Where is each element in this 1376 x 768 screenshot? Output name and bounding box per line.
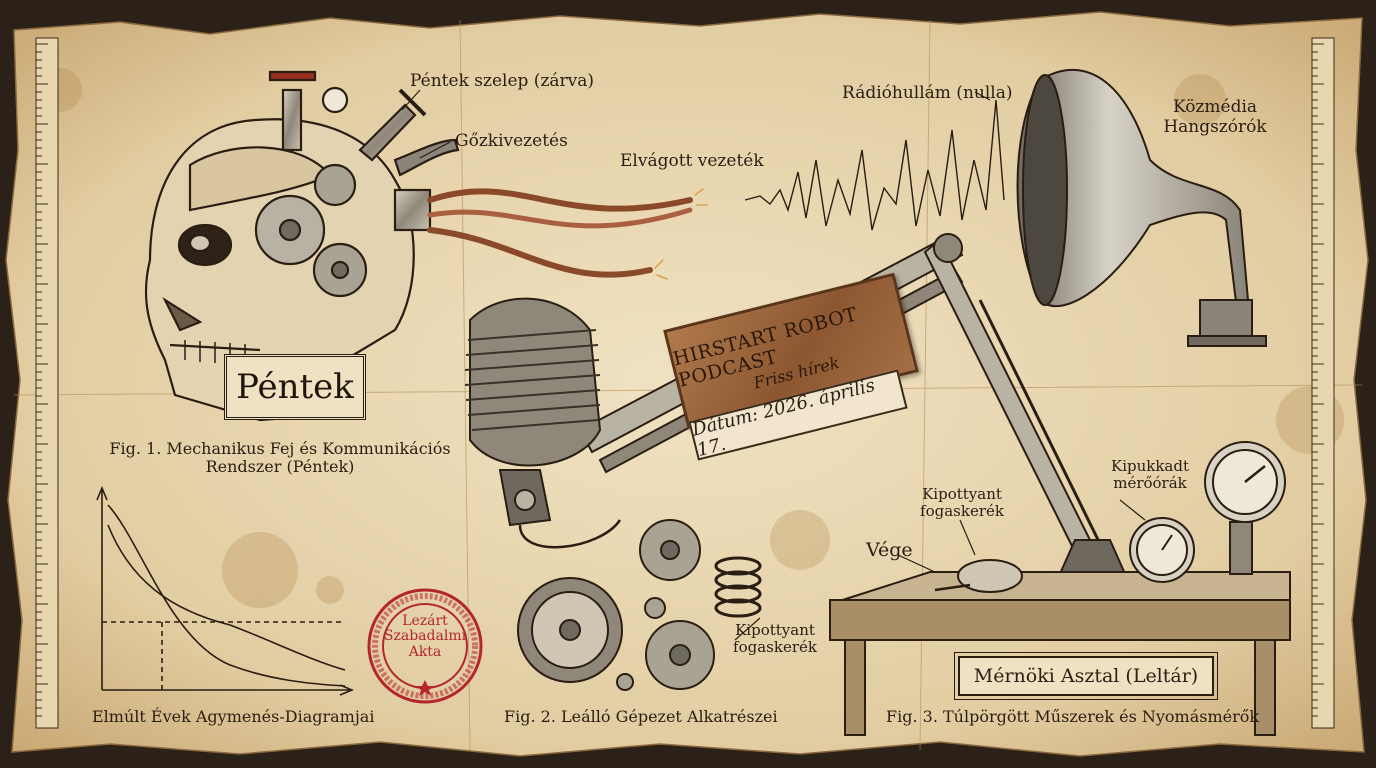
horn-speaker <box>1016 68 1267 347</box>
speakers-label-line1: Közmédia <box>1172 97 1258 117</box>
steam-outlet-label: Gőzkivezetés <box>455 131 568 151</box>
fig1-caption-line1: Fig. 1. Mechanikus Fej és Kommunikációs <box>109 439 451 458</box>
desk-title: Mérnöki Asztal (Leltár) <box>973 665 1199 687</box>
fig3-caption: Fig. 3. Túlpörgött Műszerek és Nyomásmér… <box>886 707 1260 726</box>
speakers-label: Közmédia Hangszórók <box>1160 97 1270 137</box>
stamp-ring <box>367 588 483 704</box>
radio-wave-label: Rádióhullám (nulla) <box>842 83 1013 103</box>
stamp-line2: Szabadalmi <box>383 628 467 645</box>
desk-title-box: Mérnöki Asztal (Leltár) <box>954 652 1218 700</box>
leader-lines <box>401 89 1146 641</box>
brainstorm-graph <box>96 485 355 696</box>
speakers-label-line2: Hangszórók <box>1163 116 1267 137</box>
fig1-caption: Fig. 1. Mechanikus Fej és Kommunikációs … <box>100 439 460 477</box>
stamp-line3: Akta <box>408 643 442 660</box>
fig2-caption: Fig. 2. Leálló Gépezet Alkatrészei <box>504 707 778 726</box>
graph-caption: Elmúlt Évek Agymenés-Diagramjai <box>92 707 375 726</box>
gear-bottom-label-line2: fogaskerék <box>733 638 817 657</box>
burst-gauges <box>1129 441 1286 583</box>
gauges-label-line1: Kipukkadt <box>1110 457 1190 475</box>
cut-wires <box>427 188 708 280</box>
radio-wave <box>744 99 1005 231</box>
stamp-line1: Lezárt <box>402 613 448 629</box>
fallen-gears <box>517 519 762 691</box>
gear-top-label-line2: fogaskerék <box>920 502 1004 521</box>
left-ruler <box>35 37 59 729</box>
fig1-caption-line2: Rendszer (Péntek) <box>205 457 355 477</box>
gear-top-label-line1: Kipottyant <box>922 485 1002 503</box>
microphone <box>464 297 622 549</box>
valve-label: Péntek szelep (zárva) <box>410 71 595 91</box>
gear-bottom-label: Kipottyant fogaskerék <box>720 621 830 657</box>
head-title-box: Péntek <box>224 354 366 420</box>
right-ruler <box>1311 37 1335 729</box>
gauges-label: Kipukkadt mérőórák <box>1100 457 1200 493</box>
head-title: Péntek <box>236 367 354 407</box>
gear-bottom-label-line1: Kipottyant <box>735 621 815 639</box>
end-label: Vége <box>866 539 913 561</box>
mechanical-head-illustration <box>144 70 460 422</box>
gauges-label-line2: mérőórák <box>1113 474 1187 493</box>
gear-top-label: Kipottyant fogaskerék <box>902 485 1022 521</box>
cut-wire-label: Elvágott vezeték <box>620 151 764 171</box>
patent-stamp: Lezárt Szabadalmi Akta <box>365 586 485 706</box>
